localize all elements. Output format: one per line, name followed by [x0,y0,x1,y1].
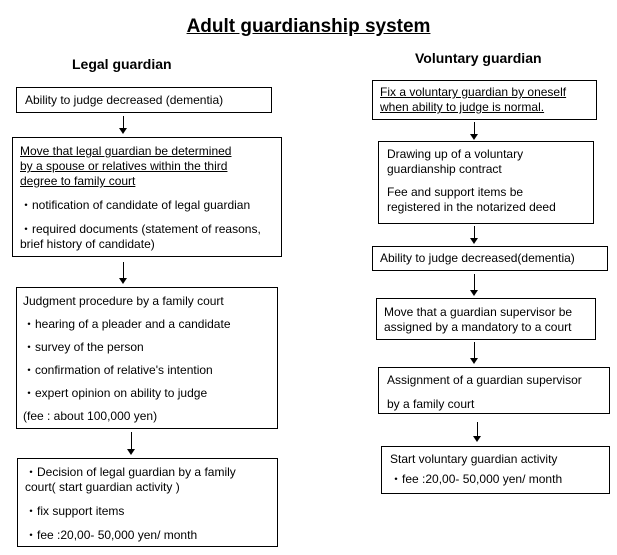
legal-decision-line-2: court( start guardian activity ) [25,480,180,494]
voluntary-ability-decreased-text: Ability to judge decreased(dementia) [380,251,575,265]
voluntary-box-contract: Drawing up of a voluntary guardianship c… [378,141,594,224]
voluntary-arrow-3 [470,274,480,296]
legal-move-item-notification: ・notification of candidate of legal guar… [20,198,251,212]
legal-move-line-3: degree to family court [20,174,136,188]
voluntary-fix-line-1: Fix a voluntary guardian by oneself [380,85,567,99]
legal-judgment-fee: (fee : about 100,000 yen) [23,409,158,423]
legal-judgment-title: Judgment procedure by a family court [23,294,224,308]
legal-guardian-heading: Legal guardian [72,56,172,72]
voluntary-box-ability-decreased: Ability to judge decreased(dementia) [372,246,608,271]
legal-decision-item-fee: ・fee :20,00- 50,000 yen/ month [25,528,198,542]
voluntary-arrow-2 [470,226,480,244]
voluntary-arrow-1 [470,122,480,140]
voluntary-contract-line-3: Fee and support items be [387,185,524,199]
legal-judgment-item-survey: ・survey of the person [23,340,144,354]
voluntary-box-fix-guardian: Fix a voluntary guardian by oneself when… [372,80,597,120]
voluntary-contract-line-1: Drawing up of a voluntary [387,147,524,161]
legal-judgment-item-expert: ・expert opinion on ability to judge [23,386,208,400]
voluntary-arrow-4 [470,342,480,364]
legal-arrow-2 [119,262,129,284]
voluntary-start-line-1: Start voluntary guardian activity [390,452,558,466]
legal-box-judgment-procedure: Judgment procedure by a family court ・he… [16,287,278,429]
voluntary-box-start-activity: Start voluntary guardian activity ・fee :… [381,446,610,494]
voluntary-start-line-2: ・fee :20,00- 50,000 yen/ month [390,472,563,486]
voluntary-fix-line-2: when ability to judge is normal. [380,100,545,114]
page-title: Adult guardianship system [186,16,431,37]
voluntary-contract-line-2: guardianship contract [387,162,502,176]
legal-arrow-3 [127,432,137,455]
voluntary-move-line-1: Move that a guardian supervisor be [384,305,573,319]
legal-arrow-1 [119,116,129,134]
legal-box-decision: ・Decision of legal guardian by a family … [17,458,278,547]
voluntary-assignment-line-2: by a family court [387,397,475,411]
legal-move-item-documents: ・required documents (statement of reason… [20,222,261,236]
legal-decision-line-1: ・Decision of legal guardian by a family [25,465,236,479]
voluntary-arrow-5 [473,422,483,442]
legal-box-move-court: Move that legal guardian be determined b… [12,137,282,257]
voluntary-guardian-heading: Voluntary guardian [415,50,542,66]
legal-move-line-1: Move that legal guardian be determined [20,144,232,158]
voluntary-box-assignment: Assignment of a guardian supervisor by a… [378,367,610,414]
legal-box-ability-decreased-text: Ability to judge decreased (dementia) [25,93,224,107]
voluntary-contract-line-4: registered in the notarized deed [387,200,556,214]
voluntary-assignment-line-1: Assignment of a guardian supervisor [387,373,582,387]
voluntary-move-line-2: assigned by a mandatory to a court [384,320,572,334]
legal-box-ability-decreased: Ability to judge decreased (dementia) [16,87,272,113]
legal-judgment-item-hearing: ・hearing of a pleader and a candidate [23,317,231,331]
voluntary-box-move-supervisor: Move that a guardian supervisor be assig… [376,298,596,340]
legal-move-line-2: by a spouse or relatives within the thir… [20,159,228,173]
legal-move-item-documents-cont: brief history of candidate) [20,237,155,251]
legal-decision-item-support: ・fix support items [25,504,125,518]
legal-judgment-item-confirmation: ・confirmation of relative's intention [23,363,213,377]
